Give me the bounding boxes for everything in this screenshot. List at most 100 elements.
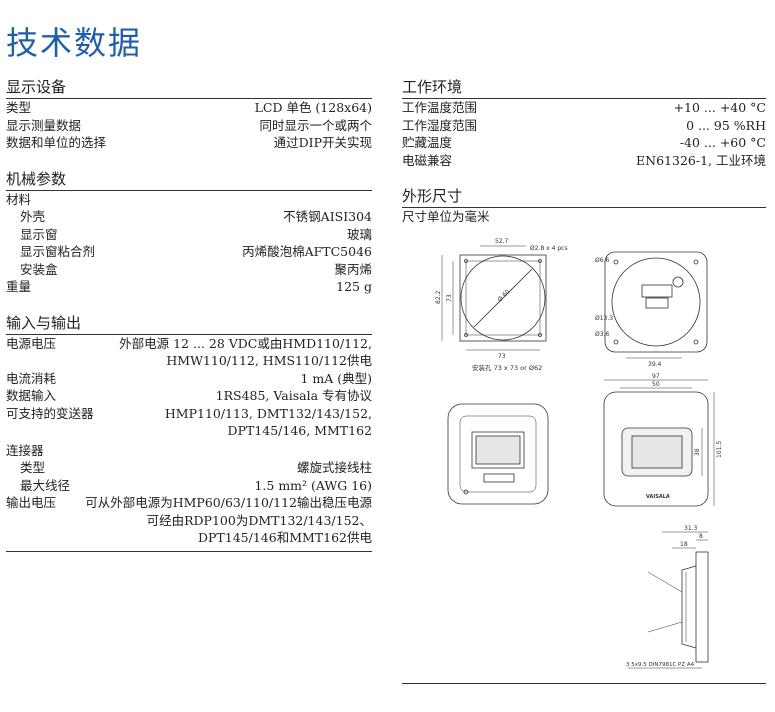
spec-row: 电流消耗 1 mA (典型) — [6, 370, 372, 388]
display-heading: 显示设备 — [6, 78, 372, 99]
spec-key: 电源电压 — [6, 335, 57, 351]
spec-row: 类型 LCD 单色 (128x64) — [6, 99, 372, 117]
spec-row: 贮藏温度 -40 ... +60 °C — [402, 134, 766, 152]
spec-row: 最大线径 1.5 mm² (AWG 16) — [6, 477, 372, 495]
spec-value: 0 ... 95 %RH — [686, 117, 766, 133]
spec-value: EN61326-1, 工业环境 — [636, 152, 766, 168]
drawing-side-view: 31.3 8 18 3.5x9.5 DIN7981C PZ A4 — [626, 525, 709, 669]
spec-row: 类型 螺旋式接线柱 — [6, 459, 372, 477]
mech-section: 机械参数 材料 外壳 不锈钢AISI304 显示窗玻璃 显示窗粘合剂 丙烯酸泡棉AF… — [6, 170, 372, 296]
spec-row: 安装盒 聚丙烯 — [6, 261, 372, 279]
spec-key: 贮藏温度 — [402, 135, 453, 150]
section-end-rule — [6, 550, 372, 552]
spec-key: 最大线径 — [20, 477, 71, 493]
spec-row: 显示窗粘合剂 丙烯酸泡棉AFTC5046 — [6, 243, 372, 261]
spec-value: LCD 单色 (128x64) — [254, 100, 372, 115]
spec-key: 输出电压 — [6, 495, 57, 510]
dim-label: 31.3 — [684, 525, 698, 532]
spec-key: 重量 — [6, 279, 32, 294]
spec-row: 重量 125 g — [6, 278, 372, 296]
dim-label: 82.2 — [435, 290, 442, 304]
dim-label: 50 — [652, 381, 660, 388]
spec-key: 显示窗粘合剂 — [20, 244, 96, 259]
drawing-display-module — [447, 403, 549, 505]
spec-key: 电磁兼容 — [402, 152, 453, 168]
spec-key: 连接器 — [6, 442, 44, 458]
spec-row: 数据输入 1RS485, Vaisala 专有协议 — [6, 387, 372, 405]
dims-section: 外形尺寸 尺寸单位为毫米 — [402, 187, 766, 226]
spec-value: 可经由RDP100为DMT132/143/152、 — [146, 512, 372, 528]
spec-value: 外部电源 12 ... 28 VDC或由HMD110/112, — [119, 335, 372, 351]
dim-label: 52.7 — [495, 238, 509, 245]
dim-label: 73 — [446, 294, 453, 302]
dim-label: 97 — [652, 373, 660, 380]
spec-key: 显示窗 — [20, 226, 58, 242]
spec-row: 显示窗玻璃 — [6, 226, 372, 244]
drawing-caption: 安装孔 73 x 73 or Ø62 — [472, 363, 542, 372]
spec-value: DPT145/146, MMT162 — [227, 423, 372, 438]
spec-key: 类型 — [6, 100, 32, 115]
spec-row: 显示测量数据 同时显示一个或两个 — [6, 117, 372, 135]
dim-label: 101.5 — [716, 441, 723, 458]
spec-row: 电源电压 外部电源 12 ... 28 VDC或由HMD110/112, HMW11… — [6, 335, 372, 370]
spec-value: 1RS485, Vaisala 专有协议 — [215, 388, 372, 403]
spec-value: DPT145/146和MMT162供电 — [198, 530, 372, 545]
spec-key: 电流消耗 — [6, 370, 57, 386]
dim-label: Ø13.3 — [595, 315, 613, 322]
spec-row: 连接器 — [6, 442, 372, 460]
spec-key: 材料 — [6, 191, 32, 207]
spec-key: 数据和单位的选择 — [6, 135, 107, 150]
dim-label: Ø2.8 x 4 pcs — [530, 245, 568, 252]
section-end-rule — [402, 683, 766, 684]
spec-row: 尺寸单位为毫米 — [402, 208, 766, 226]
env-heading: 工作环境 — [402, 78, 766, 99]
spec-row: 工作湿度范围 0 ... 95 %RH — [402, 117, 766, 135]
dims-heading: 外形尺寸 — [402, 187, 766, 208]
spec-row: 输出电压 可从外部电源为HMP60/63/110/112输出稳压电源可经由RDP1… — [6, 494, 372, 547]
dim-label: 3.5x9.5 DIN7981C PZ A4 — [626, 662, 695, 668]
display-section: 显示设备 类型 LCD 单色 (128x64) 显示测量数据 同时显示一个或两个 数… — [6, 78, 372, 152]
spec-value: 同时显示一个或两个 — [259, 117, 372, 133]
dim-label: 18 — [680, 541, 688, 548]
dims-unit-note: 尺寸单位为毫米 — [402, 209, 490, 224]
spec-value: 125 g — [336, 279, 372, 294]
spec-row: 材料 — [6, 191, 372, 209]
dim-label: 38 — [694, 448, 701, 456]
spec-row: 电磁兼容 EN61326-1, 工业环境 — [402, 152, 766, 170]
io-heading: 输入与输出 — [6, 314, 372, 335]
dim-label: 8 — [699, 533, 703, 540]
mech-heading: 机械参数 — [6, 170, 372, 191]
spec-value: 通过DIP开关实现 — [273, 135, 372, 150]
spec-value: HMP110/113, DMT132/143/152, — [164, 405, 372, 421]
spec-value: 螺旋式接线柱 — [296, 460, 372, 475]
spec-key: 类型 — [20, 460, 46, 475]
spec-row: 工作温度范围+10 ... +40 °C — [402, 99, 766, 117]
dim-label: 39.4 — [648, 361, 662, 368]
dim-label: Ø6.6 — [595, 257, 609, 264]
spec-key: 工作温度范围 — [402, 100, 478, 115]
spec-value: HMW110/112, HMS110/112供电 — [166, 353, 372, 368]
spec-value: 1 mA (典型) — [300, 370, 372, 386]
spec-row: 数据和单位的选择 通过DIP开关实现 — [6, 134, 372, 152]
brand-logo: VAISALA — [646, 494, 670, 500]
drawing-front-view: 97 50 38 101.5 VAISALA — [603, 373, 723, 507]
dimension-drawings: 52.7 Ø2.8 x 4 pcs 82.2 73 Ø 60 73 安装孔 73… — [402, 232, 768, 692]
dim-label: Ø3.6 — [595, 331, 609, 338]
spec-value: 丙烯酸泡棉AFTC5046 — [242, 244, 372, 259]
spec-value: 可从外部电源为HMP60/63/110/112输出稳压电源 — [85, 495, 372, 510]
spec-key: 数据输入 — [6, 388, 57, 403]
spec-row: 外壳 不锈钢AISI304 — [6, 208, 372, 226]
spec-value: 不锈钢AISI304 — [283, 209, 372, 224]
spec-key: 工作湿度范围 — [402, 117, 478, 133]
spec-value: 1.5 mm² (AWG 16) — [254, 477, 372, 493]
dim-label: 73 — [498, 353, 506, 360]
env-section: 工作环境 工作温度范围+10 ... +40 °C 工作湿度范围 0 ... 95… — [402, 78, 766, 169]
spec-key: 外壳 — [20, 209, 46, 224]
spec-value: 聚丙烯 — [334, 261, 372, 277]
spec-key: 显示测量数据 — [6, 117, 82, 133]
right-column: 工作环境 工作温度范围+10 ... +40 °C 工作湿度范围 0 ... 95… — [402, 78, 766, 244]
left-column: 显示设备 类型 LCD 单色 (128x64) 显示测量数据 同时显示一个或两个 数… — [6, 78, 372, 570]
spec-key: 安装盒 — [20, 261, 58, 277]
spec-value: -40 ... +60 °C — [679, 135, 766, 150]
